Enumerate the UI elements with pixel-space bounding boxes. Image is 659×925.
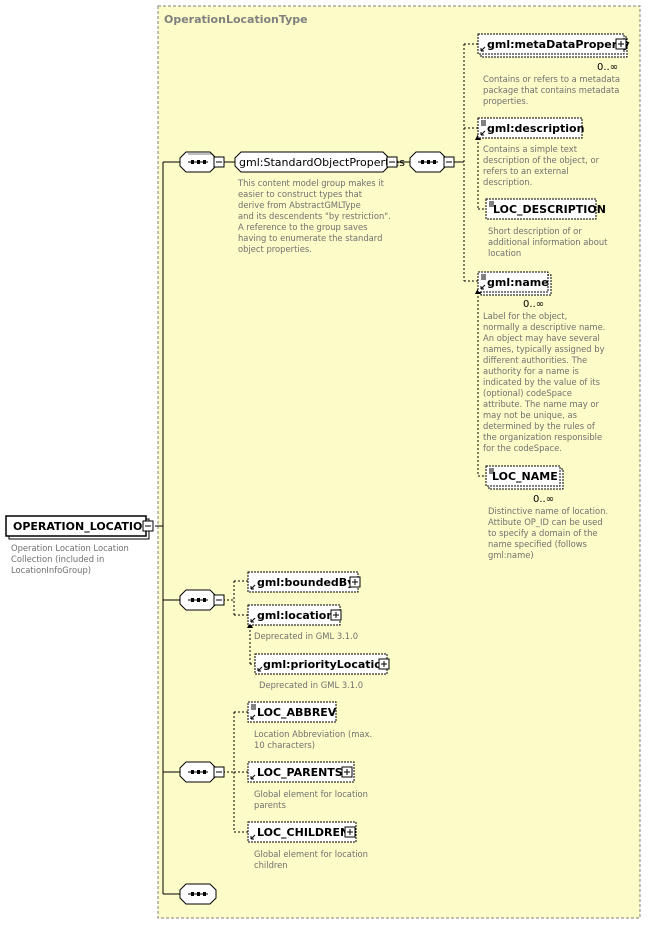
sequence-compositor-icon[interactable]: [409, 151, 455, 173]
ref-arrow-icon: [480, 46, 486, 52]
plus-box-icon[interactable]: [349, 576, 361, 588]
loc-children-label: LOC_CHILDREN: [257, 826, 349, 839]
doc-lines-icon: [251, 704, 256, 710]
ref-arrow-icon: [257, 666, 263, 672]
description-label: gml:description: [487, 122, 584, 135]
description-annotation: Contains a simple text description of th…: [483, 144, 602, 187]
ref-arrow-icon: [250, 714, 256, 720]
bounded-by-label: gml:boundedBy: [257, 576, 354, 589]
element-loc-children[interactable]: LOC_CHILDREN: [247, 821, 357, 843]
loc-name-annotation: Distinctive name of location. Attibute O…: [488, 506, 611, 560]
sequence-compositor-icon[interactable]: [179, 151, 225, 173]
plus-box-icon[interactable]: [344, 826, 356, 838]
name-annotation: Label for the object, normally a descrip…: [483, 311, 608, 453]
element-name[interactable]: gml:name: [477, 271, 552, 296]
element-loc-description[interactable]: LOC_DESCRIPTION: [485, 198, 606, 220]
sequence-compositor-icon[interactable]: [179, 589, 225, 611]
root-element-operation-location[interactable]: OPERATION_LOCATION: [5, 515, 154, 540]
name-label: gml:name: [487, 276, 549, 289]
doc-lines-icon: [489, 201, 494, 207]
element-bounded-by[interactable]: gml:boundedBy: [247, 571, 361, 593]
element-metadata-property[interactable]: gml:metaDataProperty: [477, 33, 630, 58]
plus-box-icon[interactable]: [378, 658, 390, 670]
priority-location-annotation: Deprecated in GML 3.1.0: [259, 680, 363, 690]
loc-description-label: LOC_DESCRIPTION: [493, 203, 606, 216]
loc-parents-label: LOC_PARENTS: [257, 766, 343, 779]
root-annotation: Operation Location Location Collection (…: [11, 543, 132, 575]
element-description[interactable]: gml:description: [477, 117, 584, 139]
plus-box-icon[interactable]: [330, 609, 342, 621]
metadata-property-annotation: Contains or refers to a metadata package…: [483, 74, 623, 106]
ref-arrow-icon: [250, 617, 256, 623]
group-ref-annotation: This content model group makes it easier…: [237, 178, 394, 254]
sequence-compositor-icon[interactable]: [179, 761, 225, 783]
loc-abbrev-annotation: Location Abbreviation (max. 10 character…: [254, 729, 375, 750]
root-label: OPERATION_LOCATION: [13, 520, 152, 533]
loc-name-label: LOC_NAME: [492, 470, 558, 483]
name-cardinality: 0..∞: [523, 299, 544, 310]
metadata-property-label: gml:metaDataProperty: [487, 38, 630, 51]
ref-arrow-icon: [250, 774, 256, 780]
doc-lines-icon: [489, 468, 494, 474]
location-label: gml:location: [257, 609, 334, 622]
type-title: OperationLocationType: [164, 13, 308, 26]
group-ref-standard-object-properties[interactable]: gml:StandardObjectProperties: [234, 151, 405, 173]
loc-children-annotation: Global element for location children: [254, 849, 371, 870]
loc-abbrev-label: LOC_ABBREV: [257, 706, 337, 719]
priority-location-label: gml:priorityLocation: [263, 658, 390, 671]
sequence-compositor-icon[interactable]: [179, 883, 217, 905]
element-loc-name[interactable]: LOC_NAME: [485, 465, 564, 490]
loc-parents-annotation: Global element for location parents: [254, 789, 371, 810]
element-priority-location[interactable]: gml:priorityLocation: [254, 653, 390, 675]
minus-box-icon[interactable]: [386, 156, 398, 168]
ref-arrow-icon: [250, 584, 256, 590]
group-ref-label: gml:StandardObjectProperties: [239, 156, 405, 169]
plus-box-icon[interactable]: [615, 38, 627, 50]
doc-lines-icon: [481, 120, 486, 126]
ref-arrow-icon: [480, 284, 486, 290]
type-panel: [157, 5, 641, 919]
element-location[interactable]: gml:location: [247, 604, 342, 626]
loc-name-cardinality: 0..∞: [533, 494, 554, 505]
ref-arrow-icon: [250, 834, 256, 840]
connector-lines: [155, 161, 464, 895]
metadata-property-cardinality: 0..∞: [597, 62, 618, 73]
doc-lines-icon: [481, 274, 486, 280]
loc-description-annotation: Short description of or additional infor…: [488, 226, 610, 258]
ref-arrow-icon: [480, 130, 486, 136]
element-loc-abbrev[interactable]: LOC_ABBREV: [247, 701, 337, 723]
location-annotation: Deprecated in GML 3.1.0: [254, 631, 358, 641]
element-loc-parents[interactable]: LOC_PARENTS: [247, 761, 355, 783]
plus-box-icon[interactable]: [341, 766, 353, 778]
minus-box-icon[interactable]: [142, 520, 154, 532]
